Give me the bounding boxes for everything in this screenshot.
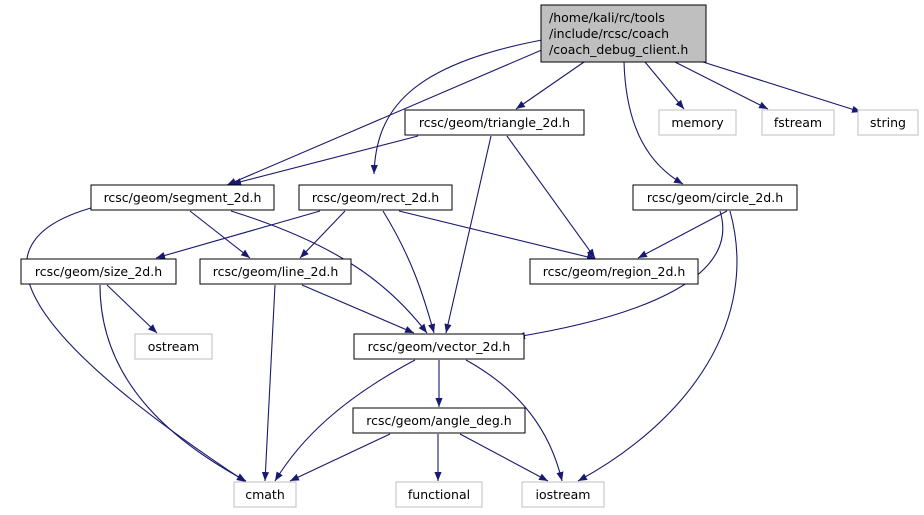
edge-to-region (398, 210, 597, 261)
node-label-functional: functional (408, 487, 470, 502)
edge-to-cmath (261, 284, 276, 482)
edge-to-rect (370, 39, 543, 175)
node-box-angle (352, 407, 526, 434)
edge-to-string (702, 61, 862, 113)
dependency-nodes: /home/kali/rc/tools/include/rcsc/coach/c… (20, 4, 919, 508)
dependency-edges (26, 39, 862, 483)
node-angle[interactable]: rcsc/geom/angle_deg.h (352, 407, 526, 434)
edge-to-vector (301, 284, 415, 334)
edge-to-segment (231, 135, 419, 186)
edge-to-memory (644, 61, 685, 110)
edge-to-vector (444, 135, 492, 334)
edge-to-circle (623, 61, 684, 185)
edge-to-vector (230, 210, 428, 334)
edge-to-triangle (515, 61, 585, 110)
node-vector[interactable]: rcsc/geom/vector_2d.h (353, 333, 525, 360)
node-box-string (857, 109, 919, 136)
edge-to-region (506, 135, 596, 259)
edge-to-vector (515, 210, 724, 340)
node-region[interactable]: rcsc/geom/region_2d.h (529, 258, 699, 285)
node-ostream: ostream (134, 333, 213, 360)
edge-to-iostream (459, 433, 549, 482)
node-box-ostream (134, 333, 213, 360)
node-size[interactable]: rcsc/geom/size_2d.h (20, 258, 177, 285)
node-memory: memory (658, 109, 737, 136)
node-iostream: iostream (521, 481, 605, 508)
edge-to-size (155, 210, 321, 259)
node-box-circle (632, 184, 798, 211)
node-box-size (20, 258, 177, 285)
node-label-region: rcsc/geom/region_2d.h (543, 264, 686, 279)
node-label-triangle: rcsc/geom/triangle_2d.h (419, 115, 570, 130)
node-label-ostream: ostream (148, 339, 199, 354)
node-functional: functional (395, 481, 483, 508)
node-box-memory (658, 109, 737, 136)
edge-to-line (299, 210, 346, 259)
node-label-fstream: fstream (774, 115, 822, 130)
node-box-line (199, 258, 352, 285)
node-fstream: fstream (761, 109, 835, 136)
node-label-string: string (870, 115, 906, 130)
node-label-angle: rcsc/geom/angle_deg.h (366, 413, 511, 428)
node-label-cmath: cmath (245, 487, 285, 502)
root-label-line: /coach_debug_client.h (549, 42, 688, 57)
node-box-root (540, 4, 707, 63)
node-label-memory: memory (671, 115, 724, 130)
node-string: string (857, 109, 919, 136)
node-triangle[interactable]: rcsc/geom/triangle_2d.h (404, 109, 585, 136)
edge-to-cmath (289, 433, 391, 482)
node-box-fstream (761, 109, 835, 136)
root-label-line: /home/kali/rc/tools (549, 10, 665, 25)
edge-to-vector (382, 210, 436, 334)
node-label-circle: rcsc/geom/circle_2d.h (647, 190, 783, 205)
edge-to-cmath (99, 284, 247, 482)
node-label-iostream: iostream (536, 487, 591, 502)
node-line[interactable]: rcsc/geom/line_2d.h (199, 258, 352, 285)
node-box-functional (395, 481, 483, 508)
edge-to-segment (226, 42, 559, 186)
node-root[interactable]: /home/kali/rc/tools/include/rcsc/coach/c… (540, 4, 707, 63)
node-box-iostream (521, 481, 605, 508)
node-segment[interactable]: rcsc/geom/segment_2d.h (90, 184, 275, 211)
edge-to-cmath (274, 359, 416, 482)
root-label-line: /include/rcsc/coach (549, 26, 669, 41)
edge-to-iostream (465, 359, 564, 482)
edge-to-region (637, 210, 728, 259)
node-rect[interactable]: rcsc/geom/rect_2d.h (298, 184, 453, 211)
node-label-vector: rcsc/geom/vector_2d.h (368, 339, 511, 354)
node-cmath: cmath (233, 481, 297, 508)
node-label-rect: rcsc/geom/rect_2d.h (312, 190, 439, 205)
node-box-vector (353, 333, 525, 360)
node-box-triangle (404, 109, 585, 136)
edge-to-line (189, 210, 251, 259)
node-box-segment (90, 184, 275, 211)
node-label-size: rcsc/geom/size_2d.h (35, 264, 162, 279)
node-label-line: rcsc/geom/line_2d.h (213, 264, 339, 279)
edge-to-cmath (26, 207, 247, 483)
node-label-segment: rcsc/geom/segment_2d.h (104, 190, 262, 205)
edge-to-iostream (577, 210, 738, 482)
edge-to-ostream (106, 284, 158, 334)
node-box-region (529, 258, 699, 285)
node-box-cmath (233, 481, 297, 508)
edge-to-fstream (674, 61, 769, 110)
node-box-rect (298, 184, 453, 211)
node-circle[interactable]: rcsc/geom/circle_2d.h (632, 184, 798, 211)
